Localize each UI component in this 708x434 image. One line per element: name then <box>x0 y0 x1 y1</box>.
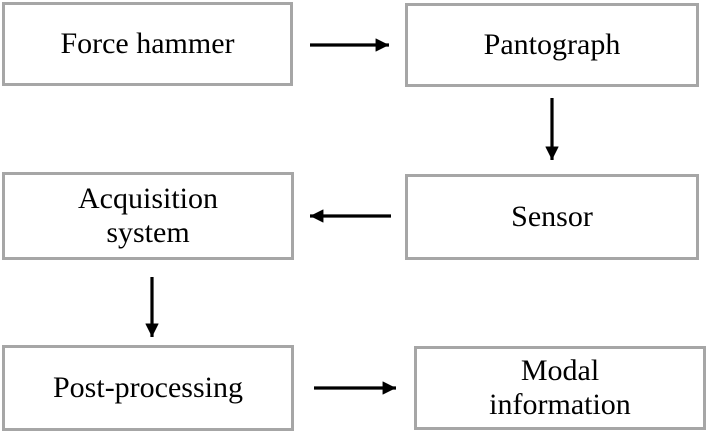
node-pantograph: Pantograph <box>405 3 699 87</box>
node-sensor: Sensor <box>405 174 699 260</box>
node-modal-information-label: Modal information <box>489 354 631 421</box>
node-acquisition-system: Acquisition system <box>2 172 294 260</box>
node-modal-information: Modal information <box>414 346 706 430</box>
node-pantograph-label: Pantograph <box>483 28 621 61</box>
node-force-hammer: Force hammer <box>2 2 293 86</box>
node-sensor-label: Sensor <box>511 200 593 233</box>
node-acquisition-system-label: Acquisition system <box>78 182 218 249</box>
node-post-processing: Post-processing <box>2 345 294 431</box>
node-force-hammer-label: Force hammer <box>60 27 235 60</box>
node-post-processing-label: Post-processing <box>53 371 243 404</box>
